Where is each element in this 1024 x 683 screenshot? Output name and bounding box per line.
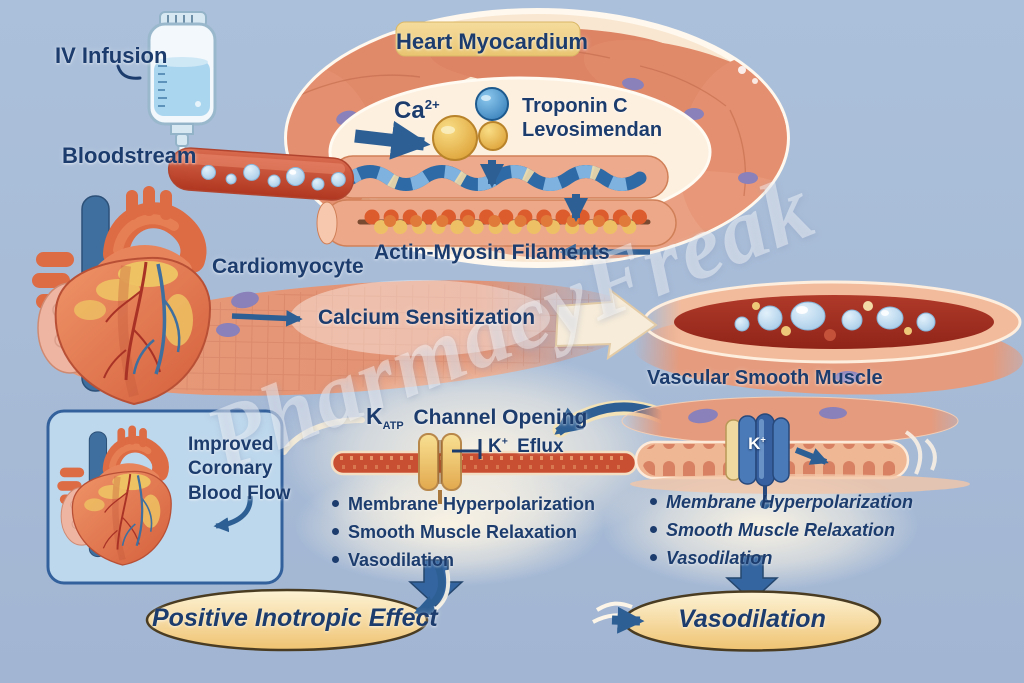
list-item: Smooth Muscle Relaxation — [332, 522, 595, 543]
list-item: Smooth Muscle Relaxation — [650, 520, 913, 541]
outcomes-list-left: Membrane Hyperpolarization Smooth Muscle… — [332, 494, 595, 578]
bloodstream-vessel-illustration — [167, 147, 355, 201]
iv-label-leader — [116, 64, 142, 80]
calcium-troponin-molecule — [432, 87, 509, 161]
positive-inotropic-effect-label: Positive Inotropic Effect — [152, 604, 438, 632]
troponin-c-label: Troponin C — [522, 95, 628, 117]
iv-bag-illustration — [147, 11, 250, 187]
arrow-into-vascular-smooth-muscle — [554, 287, 658, 361]
bloodstream-label: Bloodstream — [62, 143, 197, 168]
heart-illustration — [32, 186, 210, 404]
vasodilation-oval — [592, 590, 882, 652]
arrow-to-coronary-heart — [213, 495, 253, 533]
list-item: Vasodilation — [332, 550, 595, 571]
levosimendan-label: Levosimendan — [522, 119, 663, 141]
vascular-vessel-illustration — [633, 280, 1023, 395]
actin-myosin-filament-illustration — [357, 209, 651, 234]
heart-myocardium-panel — [284, 8, 790, 268]
positive-inotropic-oval — [145, 564, 451, 652]
outcomes-list-right: Membrane Hyperpolarization Smooth Muscle… — [650, 492, 913, 576]
vasodilation-result-label: Vasodilation — [678, 605, 826, 633]
katp-channel-opening-label: KATP Channel Opening — [366, 403, 588, 433]
k-plus-channel-label: K+ — [748, 434, 766, 453]
calcium-sensitization-label: Calcium Sensitization — [318, 306, 536, 329]
calcium-ion-label: Ca2+ — [394, 97, 440, 124]
arrow-into-myocardium — [354, 120, 431, 160]
cardiomyocyte-label: Cardiomyocyte — [212, 255, 364, 278]
k-efflux-arrow — [794, 447, 829, 465]
list-item: Vasodilation — [650, 548, 913, 569]
actin-myosin-label: Actin-Myosin Filaments — [374, 241, 610, 264]
arrow-to-calcium-sensitization — [231, 310, 303, 327]
vascular-k-channel-illustration — [621, 396, 970, 509]
heart-myocardium-title: Heart Myocardium — [396, 29, 588, 54]
coronary-box — [46, 409, 365, 585]
list-item: Membrane Hyperpolarization — [332, 494, 595, 515]
k-efflux-label: K+ Eflux — [488, 436, 564, 457]
iv-infusion-label: IV Infusion — [55, 43, 168, 68]
heart-myocardium-banner — [395, 21, 581, 57]
vascular-smooth-muscle-label: Vascular Smooth Muscle — [647, 367, 883, 389]
improved-coronary-blood-flow-label: Improved Coronary Blood Flow — [188, 434, 291, 504]
list-item: Membrane Hyperpolarization — [650, 492, 913, 513]
